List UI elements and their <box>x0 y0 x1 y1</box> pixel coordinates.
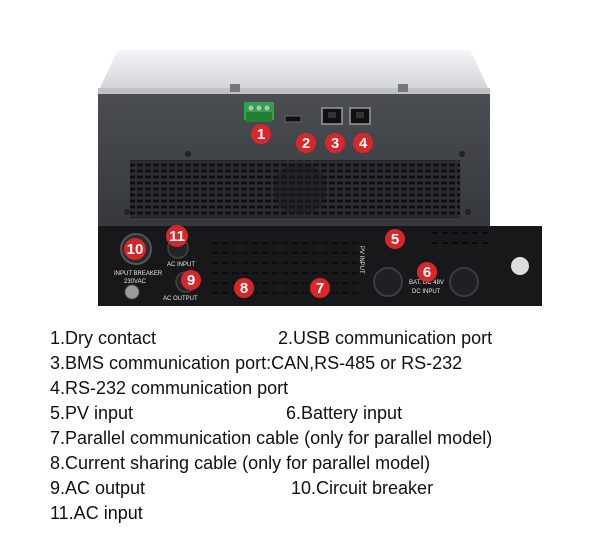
badge-4: 4 <box>353 133 373 153</box>
label-breaker-rating: 230VAC <box>124 279 147 285</box>
legend-item-pv-input: 5.PV input <box>50 403 134 423</box>
legend-item-ac-input: 11.AC input <box>50 503 143 523</box>
svg-text:11: 11 <box>169 228 185 245</box>
legend-row: 8.Current sharing cable (only for parall… <box>50 451 430 475</box>
svg-text:9: 9 <box>187 272 195 289</box>
legend-item-bms: 3.BMS communication port:CAN,RS-485 or R… <box>50 353 463 373</box>
top-cover <box>98 50 490 92</box>
badge-5: 5 <box>385 229 405 249</box>
legend-item-rs232: 4.RS-232 communication port <box>50 378 289 398</box>
svg-text:6: 6 <box>423 264 431 281</box>
legend-row: 7.Parallel communication cable (only for… <box>50 426 492 450</box>
inverter-photo: INPUT BREAKER 230VAC AC INPUT AC OUTPUT … <box>98 50 542 306</box>
badge-10: 10 <box>124 238 146 260</box>
warning-sticker <box>511 257 529 275</box>
badge-1: 1 <box>251 124 271 144</box>
svg-text:5: 5 <box>391 231 399 248</box>
badge-9: 9 <box>181 270 201 290</box>
legend-item-circuit-breaker: 10.Circuit breaker <box>291 478 434 498</box>
legend-item-parallel-comm: 7.Parallel communication cable (only for… <box>50 428 493 448</box>
label-ac-output: AC OUTPUT <box>163 296 198 302</box>
legend-item-ac-output: 9.AC output <box>50 478 146 498</box>
legend-item-dry-contact: 1.Dry contact <box>50 328 157 348</box>
badge-7: 7 <box>310 278 330 298</box>
dry-contact-terminal <box>244 102 274 122</box>
svg-text:8: 8 <box>240 280 248 297</box>
label-battery: BAT. DC 48V <box>409 280 444 286</box>
svg-text:3: 3 <box>331 135 339 152</box>
badge-11: 11 <box>166 225 188 247</box>
legend-row: 9.AC output <box>50 476 145 500</box>
label-ac-input: AC INPUT <box>167 262 195 268</box>
battery-gland-left <box>373 267 403 297</box>
badge-2: 2 <box>296 133 316 153</box>
label-input-breaker: INPUT BREAKER <box>114 271 163 277</box>
svg-text:10: 10 <box>127 241 144 258</box>
badge-8: 8 <box>234 278 254 298</box>
battery-gland-right <box>449 267 479 297</box>
label-pv-input: PV INPUT <box>358 246 364 274</box>
legend-item-usb: 2.USB communication port <box>278 328 493 348</box>
badge-6: 6 <box>417 262 437 282</box>
label-dc-input: DC INPUT <box>412 289 441 295</box>
legend-row: 3.BMS communication port:CAN,RS-485 or R… <box>50 351 462 375</box>
screw <box>124 209 130 215</box>
screw <box>465 209 471 215</box>
screw <box>459 151 465 157</box>
legend-row: 4.RS-232 communication port <box>50 376 288 400</box>
legend-row: 1.Dry contact <box>50 326 156 350</box>
screw <box>185 151 191 157</box>
usb-port <box>284 115 302 123</box>
svg-text:1: 1 <box>257 126 265 143</box>
svg-text:2: 2 <box>302 135 310 152</box>
svg-text:4: 4 <box>359 135 368 152</box>
legend-item-current-sharing: 8.Current sharing cable (only for parall… <box>50 453 431 473</box>
legend-row: 11.AC input <box>50 501 143 525</box>
legend-row: 5.PV input <box>50 401 133 425</box>
svg-text:7: 7 <box>316 280 324 297</box>
legend-item-battery-input: 6.Battery input <box>286 403 403 423</box>
badge-3: 3 <box>325 133 345 153</box>
